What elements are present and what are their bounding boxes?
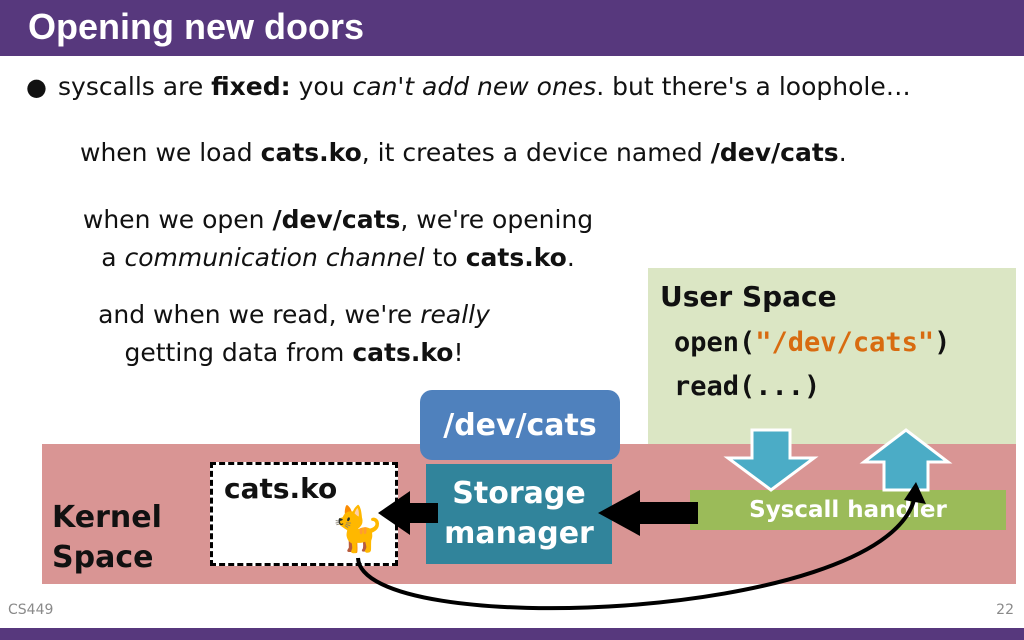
down-arrow-icon (723, 428, 819, 492)
title-bar (0, 0, 1024, 56)
user-space-label: User Space (660, 280, 837, 313)
cats-ko-label: cats.ko (224, 472, 338, 505)
user-space-region (648, 268, 1016, 444)
slide-title: Opening new doors (28, 6, 365, 47)
cats-ko-module-box (210, 462, 398, 566)
bullet-dot: ● (26, 73, 47, 101)
up-arrow-icon (859, 428, 953, 492)
dev-cats-device-box: /dev/cats (420, 390, 620, 460)
bottom-bar (0, 628, 1024, 640)
course-label: CS449 (8, 602, 54, 618)
code-open-call: open("/dev/cats") (674, 327, 951, 358)
bullet-syscalls-fixed: syscalls are fixed: you can't add new on… (58, 72, 911, 101)
text-read-from-cats-ko: and when we read, we're really getting d… (98, 300, 490, 367)
text-open-dev-cats: when we open /dev/cats, we're opening a … (82, 205, 594, 272)
return-arrow-head-icon (904, 482, 926, 504)
return-curve-arrow-icon (356, 499, 916, 611)
left-arrow-syscall-to-storage-icon (598, 490, 698, 536)
text-load-cats-ko: when we load cats.ko, it creates a devic… (80, 138, 847, 167)
page-number: 22 (996, 602, 1014, 618)
left-arrow-storage-to-catsko-icon (378, 491, 438, 535)
code-read-call: read(...) (674, 371, 821, 402)
cat-icon: 🐈 (330, 504, 385, 555)
